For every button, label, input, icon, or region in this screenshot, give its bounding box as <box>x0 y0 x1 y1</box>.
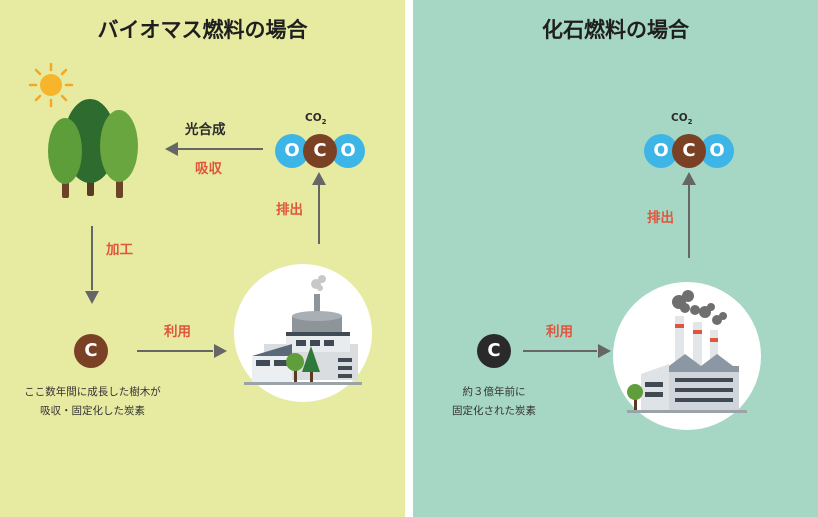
fossil-plant-icon <box>613 282 761 430</box>
sun-icon <box>28 62 74 108</box>
processing-arrow <box>85 226 99 304</box>
oxygen-atom: O <box>275 134 309 168</box>
emission-arrow <box>312 172 326 244</box>
emission-label: 排出 <box>647 210 674 226</box>
emission-arrow <box>682 172 696 258</box>
biomass-title: バイオマス燃料の場合 <box>97 18 308 42</box>
absorption-arrow <box>165 142 263 156</box>
processing-label: 加工 <box>106 242 133 258</box>
oxygen-atom: O <box>331 134 365 168</box>
carbon-atom: C <box>672 134 706 168</box>
co2-label: CO2 <box>671 112 693 127</box>
co2-label: CO2 <box>305 112 327 127</box>
photosynthesis-label: 光合成 <box>185 122 226 138</box>
oxygen-atom: O <box>644 134 678 168</box>
use-label: 利用 <box>164 324 191 340</box>
absorption-label: 吸収 <box>195 161 222 177</box>
biomass-carbon-atom: C <box>74 334 108 368</box>
fossil-carbon-atom: C <box>477 334 511 368</box>
biomass-carbon-caption-1: ここ数年間に成長した樹木が <box>24 386 161 398</box>
use-arrow <box>523 344 611 358</box>
use-label: 利用 <box>546 324 573 340</box>
use-arrow <box>137 344 227 358</box>
emission-label: 排出 <box>276 202 303 218</box>
biomass-panel: バイオマス燃料の場合 光合成 吸収 CO2 O O C 排出 <box>0 0 405 517</box>
trees-icon <box>48 99 138 198</box>
oxygen-atom: O <box>700 134 734 168</box>
fossil-carbon-caption-2: 固定化された炭素 <box>452 405 536 417</box>
fossil-title: 化石燃料の場合 <box>542 18 689 42</box>
biomass-carbon-caption-2: 吸収・固定化した炭素 <box>40 405 145 417</box>
fossil-carbon-caption-1: 約３億年前に <box>462 386 526 398</box>
fossil-panel: 化石燃料の場合 CO2 O O C 排出 C 約３億年前に 固定化された炭素 利… <box>413 0 818 517</box>
biomass-plant-icon <box>234 264 372 402</box>
carbon-atom: C <box>303 134 337 168</box>
